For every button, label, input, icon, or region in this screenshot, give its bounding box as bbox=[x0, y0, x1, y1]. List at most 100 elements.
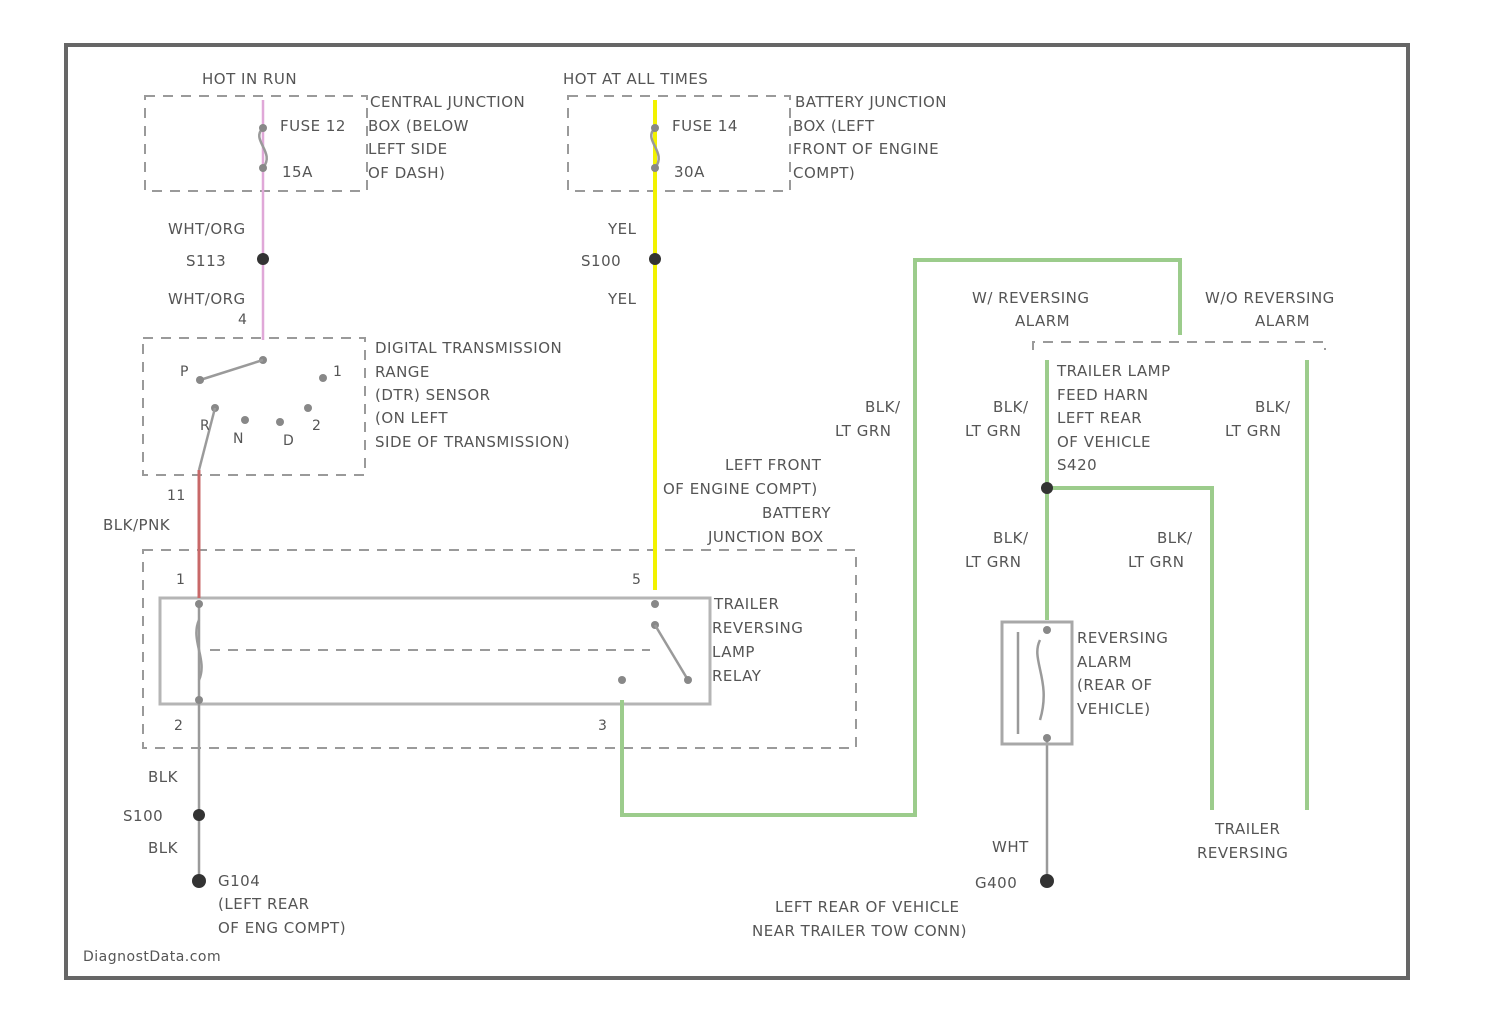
wire-color-yel-1: YEL bbox=[607, 220, 637, 238]
svg-text:COMPT): COMPT) bbox=[793, 164, 855, 182]
ground-g104-label: G104 (LEFT REAR OF ENG COMPT) bbox=[218, 872, 346, 937]
wire-color-wht-ground: WHT bbox=[992, 838, 1029, 856]
svg-text:LEFT SIDE: LEFT SIDE bbox=[368, 140, 448, 158]
svg-text:SIDE OF TRANSMISSION): SIDE OF TRANSMISSION) bbox=[375, 433, 570, 451]
svg-text:LEFT REAR: LEFT REAR bbox=[1057, 409, 1142, 427]
svg-text:ALARM: ALARM bbox=[1255, 312, 1310, 330]
dtr-contact-p bbox=[196, 376, 204, 384]
svg-text:ALARM: ALARM bbox=[1077, 653, 1132, 671]
svg-text:BLK/: BLK/ bbox=[865, 398, 901, 416]
wire-color-blk-lt-grn-c: BLK/ LT GRN bbox=[1225, 398, 1291, 440]
svg-text:LEFT REAR OF VEHICLE: LEFT REAR OF VEHICLE bbox=[775, 898, 959, 916]
fuse-12-amp: 15A bbox=[282, 163, 313, 181]
left-front-bjb-label: LEFT FRONT OF ENGINE COMPT) BATTERY JUNC… bbox=[663, 456, 831, 546]
svg-text:DIGITAL TRANSMISSION: DIGITAL TRANSMISSION bbox=[375, 339, 562, 357]
relay-pin-3 bbox=[618, 676, 626, 684]
svg-text:REVERSING: REVERSING bbox=[712, 619, 803, 637]
svg-text:LEFT FRONT: LEFT FRONT bbox=[725, 456, 822, 474]
ground-g400-location: LEFT REAR OF VEHICLE NEAR TRAILER TOW CO… bbox=[752, 898, 967, 940]
relay-pin-2 bbox=[195, 696, 203, 704]
svg-text:FRONT OF ENGINE: FRONT OF ENGINE bbox=[793, 140, 939, 158]
ground-g104 bbox=[192, 874, 206, 888]
svg-text:BLK/: BLK/ bbox=[1157, 529, 1193, 547]
relay-switch-arm bbox=[655, 625, 688, 680]
svg-text:LAMP: LAMP bbox=[712, 643, 755, 661]
svg-text:(REAR OF: (REAR OF bbox=[1077, 676, 1153, 694]
ground-g400-label: G400 bbox=[975, 874, 1017, 892]
gear-p-label: P bbox=[180, 364, 189, 380]
watermark: DiagnostData.com bbox=[83, 949, 221, 965]
reversing-alarm-inner bbox=[1018, 632, 1044, 734]
alarm-top-pin bbox=[1043, 626, 1051, 634]
wire-color-yel-2: YEL bbox=[607, 290, 637, 308]
splice-s420 bbox=[1041, 482, 1053, 494]
dtr-sensor-label: DIGITAL TRANSMISSION RANGE (DTR) SENSOR … bbox=[375, 339, 570, 451]
splice-s100-yel bbox=[649, 253, 661, 265]
svg-text:NEAR TRAILER TOW CONN): NEAR TRAILER TOW CONN) bbox=[752, 922, 967, 940]
svg-text:LT GRN: LT GRN bbox=[835, 422, 892, 440]
trailer-reversing-label: TRAILER REVERSING bbox=[1197, 820, 1288, 862]
svg-text:VEHICLE): VEHICLE) bbox=[1077, 700, 1151, 718]
wire-color-blk-lt-grn-e: BLK/ LT GRN bbox=[1128, 529, 1193, 571]
relay-pin-5-label: 5 bbox=[632, 572, 641, 588]
dtr-pin-11: 11 bbox=[167, 488, 186, 504]
svg-text:LT GRN: LT GRN bbox=[1225, 422, 1282, 440]
trailer-lamp-feed-harness-label: TRAILER LAMP FEED HARN LEFT REAR OF VEHI… bbox=[1056, 362, 1171, 474]
dtr-sensor-outline bbox=[143, 338, 365, 475]
svg-text:TRAILER LAMP: TRAILER LAMP bbox=[1056, 362, 1171, 380]
svg-text:OF VEHICLE: OF VEHICLE bbox=[1057, 433, 1151, 451]
svg-text:BLK/: BLK/ bbox=[993, 398, 1029, 416]
svg-text:OF ENG COMPT): OF ENG COMPT) bbox=[218, 919, 346, 937]
dtr-contact-1 bbox=[319, 374, 327, 382]
svg-text:RANGE: RANGE bbox=[375, 363, 430, 381]
svg-text:W/O REVERSING: W/O REVERSING bbox=[1205, 289, 1335, 307]
svg-text:BLK/: BLK/ bbox=[1255, 398, 1291, 416]
dtr-contact-d bbox=[276, 418, 284, 426]
splice-s100-blk bbox=[193, 809, 205, 821]
relay-label: TRAILER REVERSING LAMP RELAY bbox=[712, 595, 803, 685]
wire-color-blk-lt-grn-d: BLK/ LT GRN bbox=[965, 529, 1029, 571]
gear-2-label: 2 bbox=[312, 418, 321, 434]
splice-s113 bbox=[257, 253, 269, 265]
svg-text:LT GRN: LT GRN bbox=[965, 422, 1022, 440]
svg-text:JUNCTION BOX: JUNCTION BOX bbox=[707, 528, 824, 546]
gear-n-label: N bbox=[233, 431, 244, 447]
svg-text:(ON LEFT: (ON LEFT bbox=[375, 409, 448, 427]
svg-text:S420: S420 bbox=[1057, 456, 1097, 474]
fuse-12-top-pin bbox=[259, 124, 267, 132]
svg-text:TRAILER: TRAILER bbox=[1214, 820, 1280, 838]
fuse-12-label: FUSE 12 bbox=[280, 117, 346, 135]
svg-text:G104: G104 bbox=[218, 872, 260, 890]
dtr-contact-n bbox=[241, 416, 249, 424]
wire-color-blk-2: BLK bbox=[148, 839, 179, 857]
splice-s113-label: S113 bbox=[186, 252, 226, 270]
svg-text:REVERSING: REVERSING bbox=[1077, 629, 1168, 647]
svg-text:(DTR) SENSOR: (DTR) SENSOR bbox=[375, 386, 491, 404]
svg-text:FEED HARN: FEED HARN bbox=[1057, 386, 1149, 404]
fuse-14-top-pin bbox=[651, 124, 659, 132]
alarm-bottom-pin bbox=[1043, 734, 1051, 742]
relay-pin-1 bbox=[195, 600, 203, 608]
splice-s100-blk-label: S100 bbox=[123, 807, 163, 825]
hot-at-all-times-label: HOT AT ALL TIMES bbox=[563, 70, 708, 88]
svg-text:W/ REVERSING: W/ REVERSING bbox=[972, 289, 1090, 307]
battery-junction-box-label: BATTERY JUNCTION BOX (LEFT FRONT OF ENGI… bbox=[793, 93, 947, 182]
svg-text:BATTERY: BATTERY bbox=[762, 504, 831, 522]
svg-text:BLK/: BLK/ bbox=[993, 529, 1029, 547]
svg-text:(LEFT REAR: (LEFT REAR bbox=[218, 895, 310, 913]
svg-text:BOX (LEFT: BOX (LEFT bbox=[793, 117, 875, 135]
wire-color-blk-lt-grn-b: BLK/ LT GRN bbox=[965, 398, 1029, 440]
central-junction-box-outline bbox=[145, 96, 367, 191]
gear-1-label: 1 bbox=[333, 364, 342, 380]
dtr-contact-2 bbox=[304, 404, 312, 412]
svg-text:BOX (BELOW: BOX (BELOW bbox=[368, 117, 469, 135]
svg-text:OF DASH): OF DASH) bbox=[368, 164, 445, 182]
relay-pin-1-label: 1 bbox=[176, 572, 185, 588]
wire-green-relay-out bbox=[622, 260, 1180, 815]
reversing-alarm-component bbox=[1002, 622, 1072, 744]
wire-color-blk-pnk: BLK/PNK bbox=[103, 516, 171, 534]
diagram-frame bbox=[66, 45, 1408, 978]
ground-g400 bbox=[1040, 874, 1054, 888]
relay-pin-3-label: 3 bbox=[598, 718, 607, 734]
